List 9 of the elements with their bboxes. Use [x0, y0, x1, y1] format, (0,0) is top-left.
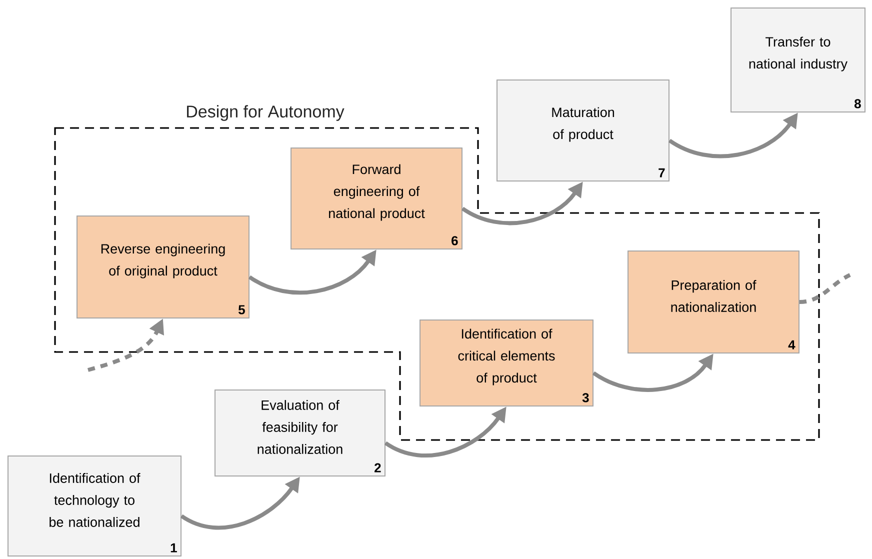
process-box: Forward engineering of national product 6 — [290, 148, 462, 250]
process-box: Transfer to national industry 8 — [730, 8, 866, 112]
process-box: Evaluation of feasibility for nationalization 2 — [214, 390, 386, 476]
process-box: Preparation of nationalization 4 — [628, 250, 800, 354]
process-box: Reverse engineering of original product 5 — [76, 216, 250, 318]
process-box: Maturation of product 7 — [496, 80, 670, 182]
process-box: Identification of technology to be nationalized 1 — [8, 456, 182, 556]
node-label: Design for Autonomy — [187, 105, 344, 121]
process-box: Identification of critical elements of product 3 — [420, 320, 594, 406]
